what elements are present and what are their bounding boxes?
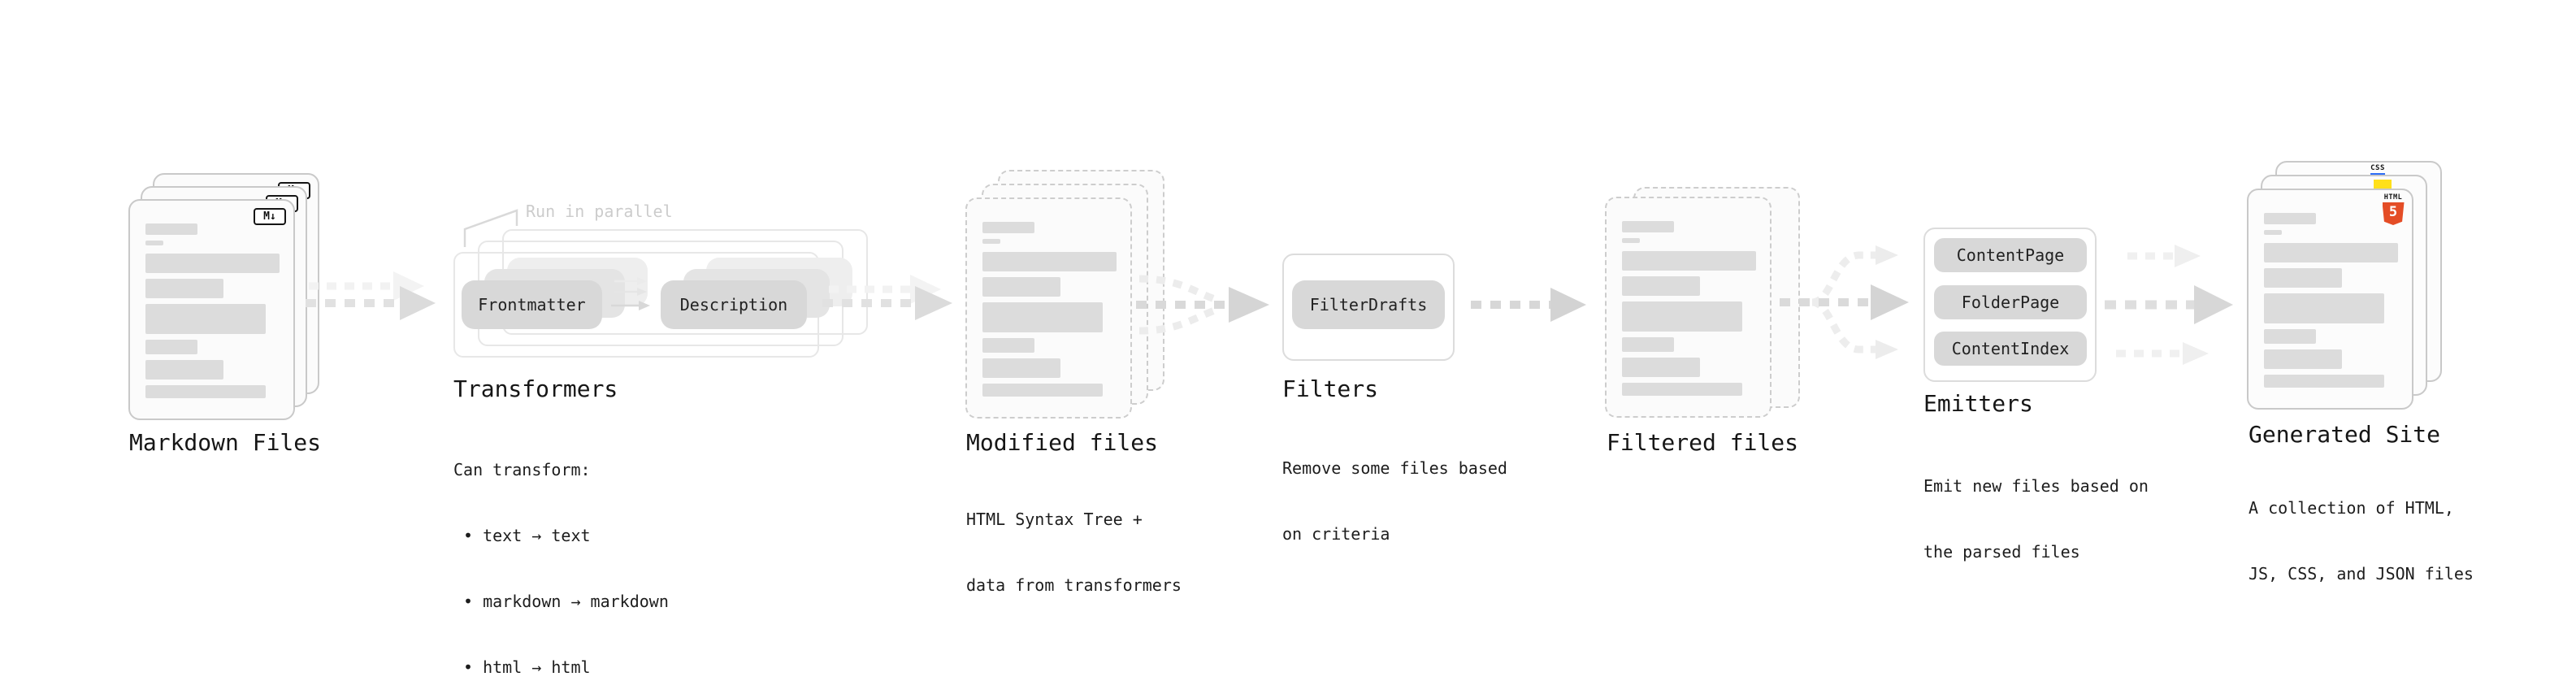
text-bar <box>145 223 197 235</box>
text-bar <box>145 340 197 354</box>
caption-line: Can transform: <box>453 460 591 479</box>
flow-arrow-filters-to-filtered <box>1471 288 1586 322</box>
doc-content-placeholder <box>967 222 1130 397</box>
js-icon <box>2374 180 2392 189</box>
caption-line: data from transformers <box>966 575 1182 595</box>
text-bar <box>145 241 163 245</box>
text-bar <box>1622 301 1742 332</box>
modified-file-card-front <box>965 197 1132 419</box>
text-bar <box>2264 293 2384 323</box>
doc-content-placeholder <box>1607 221 1770 396</box>
caption-line: Remove some files based <box>1282 458 1507 478</box>
text-bar <box>982 358 1060 378</box>
css-icon-bar <box>2370 173 2385 176</box>
text-bar <box>2264 243 2398 262</box>
html5-icon-number: 5 <box>2388 204 2398 220</box>
text-bar <box>1622 383 1742 396</box>
flow-arrow-markdown-to-transformers <box>306 271 436 320</box>
text-bar <box>982 302 1103 332</box>
contentpage-pill: ContentPage <box>1934 238 2087 272</box>
text-bar <box>982 277 1060 297</box>
generated-site-caption: A collection of HTML, JS, CSS, and JSON … <box>2249 453 2474 629</box>
transform-arrows <box>611 277 650 310</box>
markdown-file-card-front: M↓ <box>128 199 295 420</box>
markdown-icon: M↓ <box>254 208 286 225</box>
flow-arrow-merge-to-filters <box>1136 275 1269 335</box>
flow-arrow-transformers-to-modified <box>822 275 952 320</box>
text-bar <box>145 254 280 273</box>
note-leader-line <box>463 209 518 247</box>
text-bar <box>1622 238 1640 243</box>
flow-arrows-emitters-to-site <box>2105 245 2233 365</box>
text-bar <box>1622 276 1700 296</box>
caption-line: JS, CSS, and JSON files <box>2249 564 2474 583</box>
filtered-files-label: Filtered files <box>1607 429 1799 456</box>
text-bar <box>145 360 223 380</box>
doc-content-placeholder <box>130 223 293 398</box>
html5-icon-shield: 5 <box>2382 202 2405 225</box>
html5-icon: HTML 5 <box>2382 194 2405 225</box>
text-bar <box>1622 221 1674 232</box>
transformers-heading: Transformers <box>453 375 618 402</box>
text-bar <box>982 338 1034 353</box>
text-bar <box>982 239 1000 244</box>
text-bar <box>145 304 266 334</box>
text-bar <box>145 385 266 398</box>
css-icon: CSS <box>2370 165 2386 176</box>
filters-heading: Filters <box>1282 375 1379 402</box>
bullet-item: • html → html <box>463 657 591 677</box>
caption-line: Emit new files based on <box>1923 476 2149 496</box>
doc-content-placeholder <box>2249 213 2412 388</box>
bullet-item: • markdown → markdown <box>463 592 669 611</box>
text-bar <box>145 279 223 298</box>
text-bar <box>2264 268 2342 288</box>
transformers-caption: Can transform: • text → text • markdown … <box>453 415 669 681</box>
folderpage-pill: FolderPage <box>1934 285 2087 319</box>
text-bar <box>2264 349 2342 369</box>
flow-arrow-diverge-to-emitters <box>1780 245 1909 359</box>
emitters-heading: Emitters <box>1923 390 2033 417</box>
filterdrafts-pill: FilterDrafts <box>1292 280 1445 329</box>
html5-icon-text: HTML <box>2383 193 2403 202</box>
site-file-card-html: HTML 5 <box>2247 189 2413 410</box>
text-bar <box>2264 329 2316 344</box>
emitters-caption: Emit new files based on the parsed files <box>1923 432 2149 607</box>
modified-files-caption: HTML Syntax Tree + data from transformer… <box>966 465 1182 640</box>
bullet-item: • text → text <box>463 526 591 545</box>
modified-files-label: Modified files <box>966 429 1159 456</box>
text-bar <box>982 252 1117 271</box>
caption-line: on criteria <box>1282 524 1390 544</box>
caption-line: HTML Syntax Tree + <box>966 510 1143 529</box>
markdown-files-label: Markdown Files <box>129 429 322 456</box>
text-bar <box>2264 230 2282 235</box>
text-bar <box>1622 337 1674 352</box>
caption-line: A collection of HTML, <box>2249 498 2454 518</box>
text-bar <box>2264 375 2384 388</box>
text-bar <box>1622 358 1700 377</box>
text-bar <box>982 384 1103 397</box>
frontmatter-pill: Frontmatter <box>462 280 602 329</box>
css-icon-text: CSS <box>2370 164 2385 172</box>
caption-line: the parsed files <box>1923 542 2080 562</box>
generated-site-label: Generated Site <box>2249 421 2441 448</box>
text-bar <box>982 222 1034 233</box>
contentindex-pill: ContentIndex <box>1934 332 2087 366</box>
text-bar <box>1622 251 1756 271</box>
filtered-file-card-front <box>1605 197 1772 418</box>
run-in-parallel-note: Run in parallel <box>526 202 673 221</box>
filters-caption: Remove some files based on criteria <box>1282 414 1507 589</box>
description-pill: Description <box>661 280 807 329</box>
text-bar <box>2264 213 2316 224</box>
